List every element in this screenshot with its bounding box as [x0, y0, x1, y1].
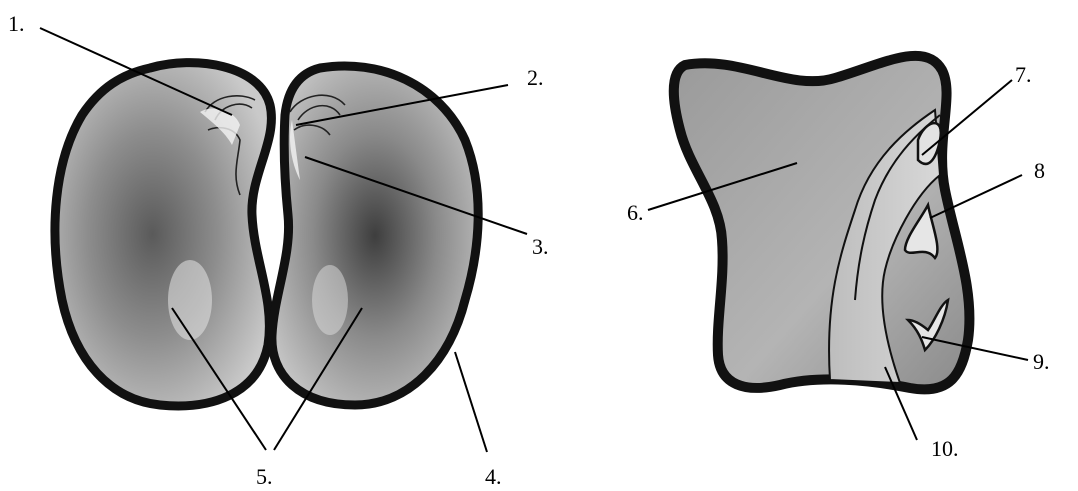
label-5: 5.	[256, 464, 273, 489]
left-cotyledon	[55, 63, 271, 406]
label-8: 8	[1034, 158, 1045, 183]
label-1: 1.	[8, 11, 25, 36]
seed-section	[674, 56, 970, 390]
label-10: 10.	[931, 436, 959, 461]
label-4: 4.	[485, 464, 502, 489]
label-2: 2.	[527, 65, 544, 90]
right-cotyledon	[272, 66, 478, 405]
label-3: 3.	[532, 234, 549, 259]
label-7: 7.	[1015, 62, 1032, 87]
label-6: 6.	[627, 200, 644, 225]
label-9: 9.	[1033, 349, 1050, 374]
